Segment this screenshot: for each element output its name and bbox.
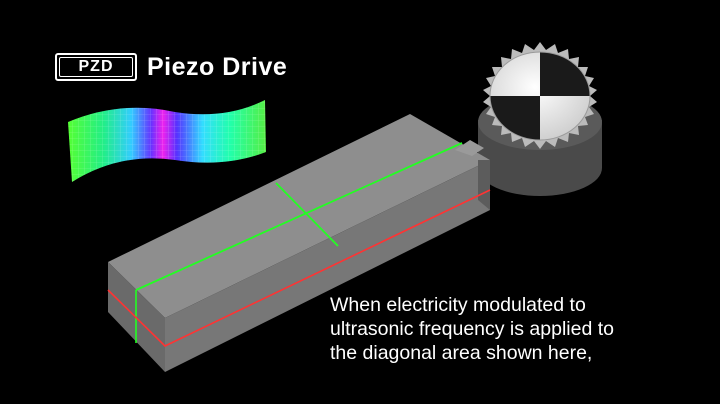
pzd-logo-icon: PZD (55, 53, 137, 81)
logo-mark: PZD (59, 57, 133, 77)
caption-line-1: When electricity modulated to (330, 294, 586, 316)
red-electrode-line (107, 189, 491, 347)
stress-heatmap-icon (68, 100, 266, 182)
logo-name: Piezo Drive (147, 52, 288, 81)
piezo-drive-logo: PZD Piezo Drive (55, 50, 287, 84)
piezo-bar (107, 114, 491, 372)
gear-icon (478, 42, 602, 196)
bar-side-face (165, 160, 490, 372)
video-caption: When electricity modulated to ultrasonic… (330, 293, 715, 365)
green-transverse-line (275, 182, 339, 247)
caption-line-2: ultrasonic frequency is applied to (330, 318, 614, 340)
caption-line-3: the diagonal area shown here, (330, 342, 593, 364)
green-longitudinal-line (135, 142, 463, 291)
